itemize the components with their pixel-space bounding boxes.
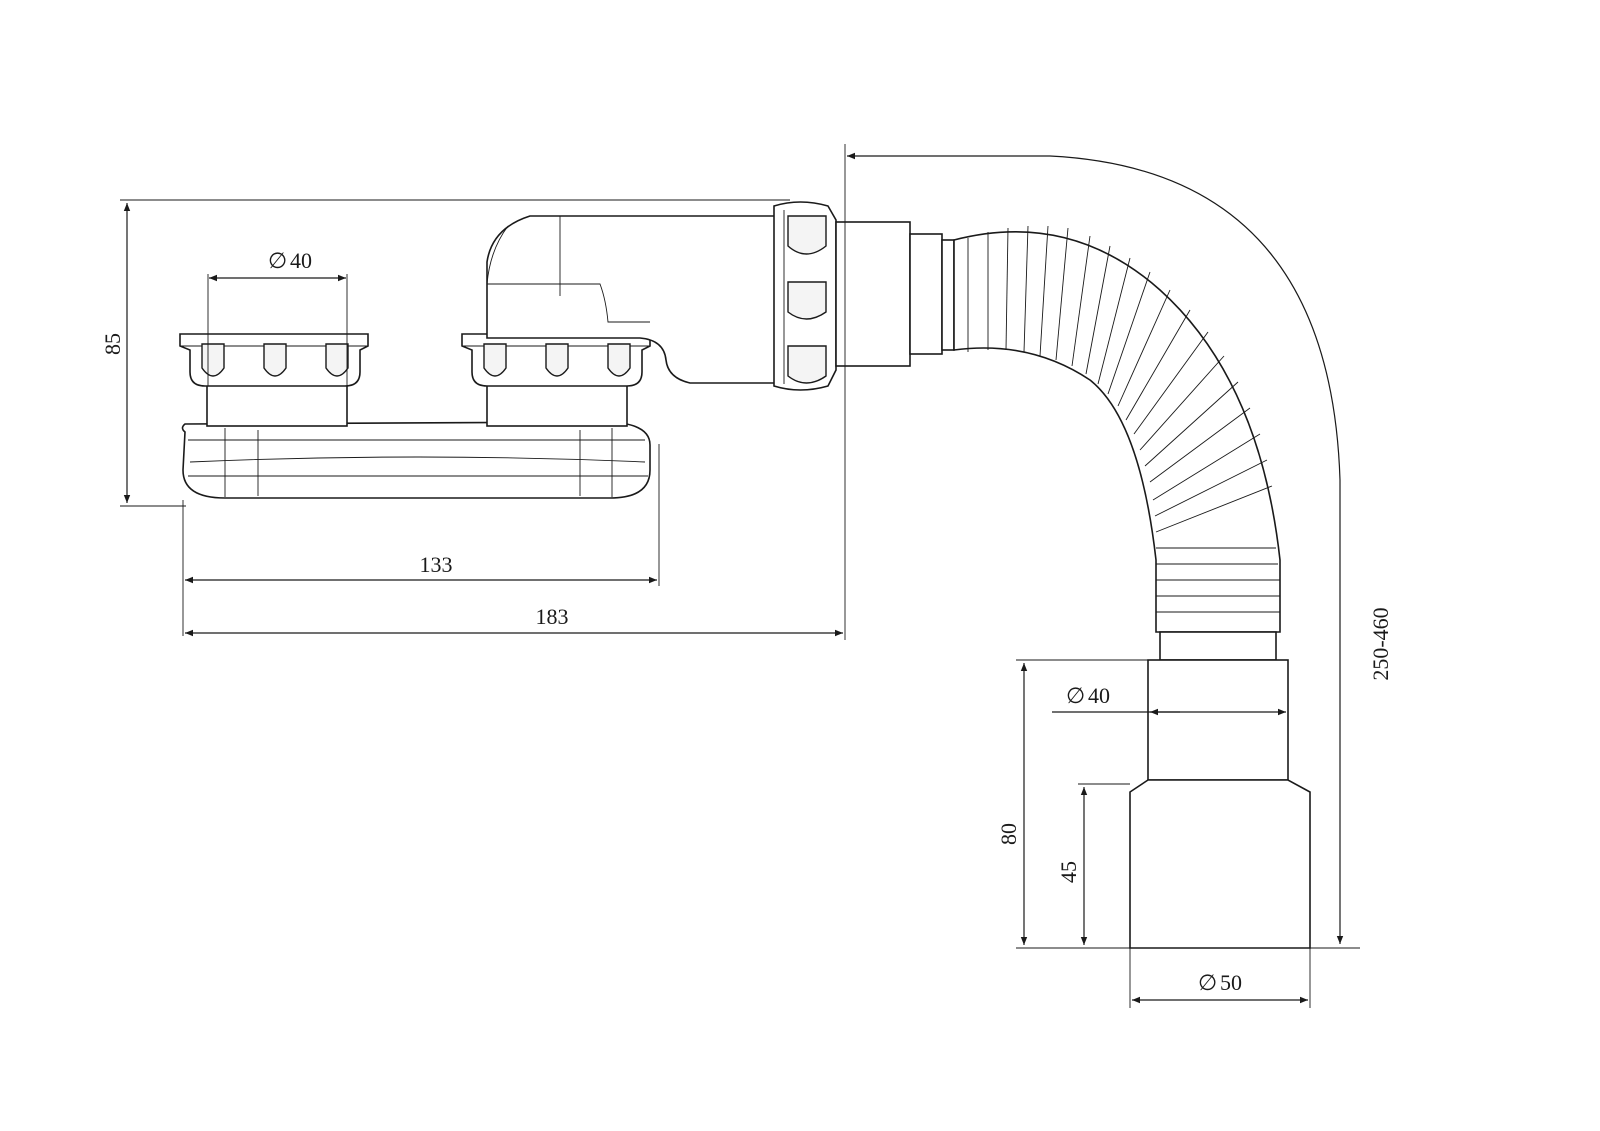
dim-width-inner: 133 xyxy=(420,552,453,577)
dia-symbol: ∅ xyxy=(1198,970,1217,995)
dia-symbol: ∅ xyxy=(1066,683,1085,708)
dim-height-outlet-socket: 45 xyxy=(1056,861,1081,883)
siphon-body xyxy=(179,201,955,499)
outlet-pipe xyxy=(1129,631,1311,949)
dim-flex-length: 250-460 xyxy=(1368,607,1393,680)
dim-dia-outlet-upper: 40 xyxy=(1088,683,1110,708)
dim-dia-outlet-lower: 50 xyxy=(1220,970,1242,995)
dim-dia-inlet-top: 40 xyxy=(290,248,312,273)
dim-height-left: 85 xyxy=(100,333,125,355)
dimension-labels: 85 ∅ 40 133 183 250-460 ∅ 40 80 45 ∅ 50 xyxy=(100,248,1393,995)
dimension-lines xyxy=(120,144,1360,1008)
dia-symbol: ∅ xyxy=(268,248,287,273)
dim-height-outlet-total: 80 xyxy=(996,823,1021,845)
dim-width-total: 183 xyxy=(536,604,569,629)
flexible-hose xyxy=(953,225,1281,633)
